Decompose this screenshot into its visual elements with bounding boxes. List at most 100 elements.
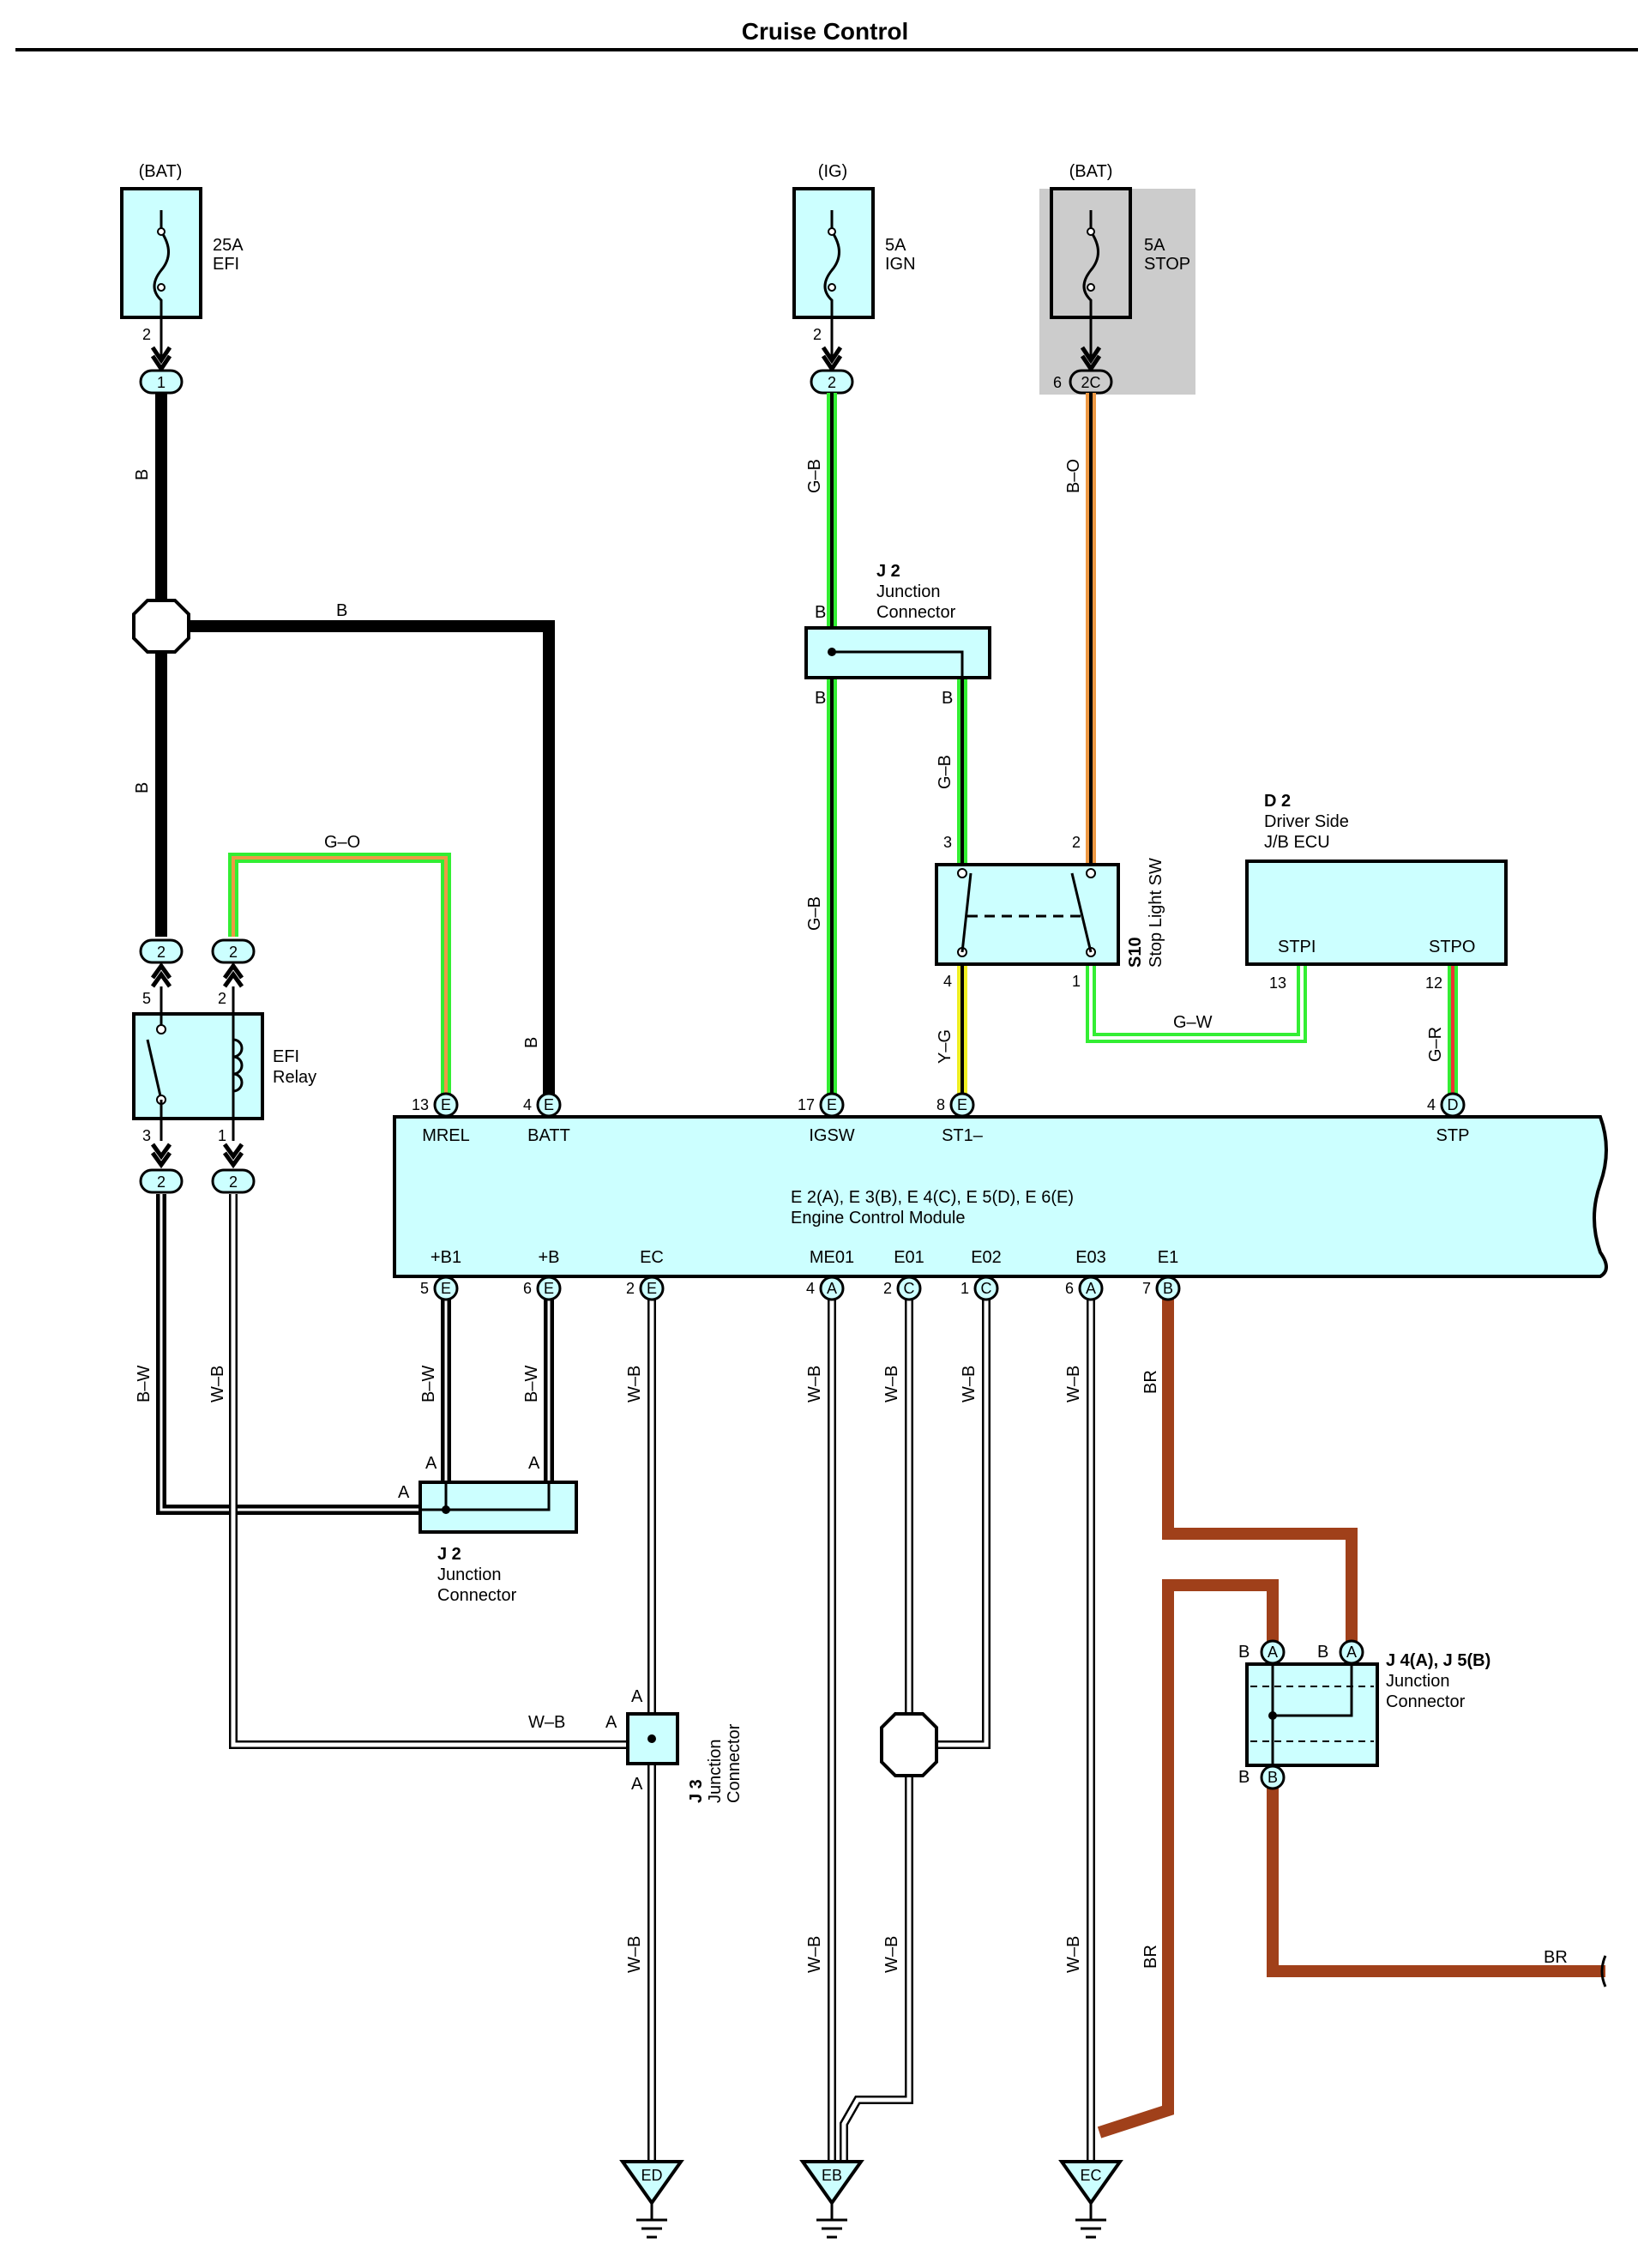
svg-text:Junction: Junction: [437, 1565, 502, 1584]
ecm-top-pin-num-3: 8: [936, 1096, 945, 1113]
fuse-stop-source: (BAT): [1069, 162, 1113, 181]
svg-text:ED: ED: [641, 2167, 662, 2184]
ecm-bottom-pin-num-6: 6: [1065, 1280, 1074, 1297]
ecm-top-pin-conn-1: E: [544, 1096, 554, 1113]
ground-eb: EB: [799, 2160, 864, 2239]
wire-b-w-relay: B–W: [135, 1194, 420, 1515]
j4-j5-junction: A A B B B B J 4(A), J 5(B) Junction Conn…: [1238, 1639, 1490, 1790]
ecm-bottom-pin-num-7: 7: [1142, 1280, 1151, 1297]
ecm-top-pin-conn-3: E: [957, 1096, 967, 1113]
fuse-ign-name: IGN: [885, 255, 916, 274]
svg-text:Junction: Junction: [1386, 1672, 1450, 1691]
fuse-stop: (BAT) 5A STOP: [1039, 162, 1195, 395]
ground-ed: ED: [619, 2160, 684, 2239]
relay-coil-icon: [232, 1038, 244, 1093]
svg-text:A: A: [398, 1483, 410, 1502]
svg-text:B–W: B–W: [419, 1366, 438, 1402]
ecm-bottom-pin-label-5: E02: [971, 1248, 1002, 1267]
svg-text:Connector: Connector: [1386, 1692, 1466, 1711]
ecm-bottom-pin-label-7: E1: [1158, 1248, 1178, 1267]
ecm-bottom-pin-label-3: ME01: [810, 1248, 854, 1267]
svg-text:A: A: [631, 1775, 643, 1794]
svg-text:B: B: [942, 689, 953, 708]
svg-text:Driver Side: Driver Side: [1264, 812, 1349, 831]
fuse-ign-source: (IG): [818, 162, 847, 181]
svg-text:A: A: [528, 1454, 540, 1473]
ecm-bottom-pin-conn-6: A: [1086, 1280, 1096, 1297]
svg-text:B: B: [133, 469, 152, 480]
svg-text:A: A: [631, 1687, 643, 1706]
svg-text:6: 6: [1053, 374, 1062, 391]
ecm-bottom-pin-num-3: 4: [806, 1280, 815, 1297]
svg-text:S10: S10: [1126, 937, 1145, 968]
fuse-efi-element-icon: [153, 210, 170, 317]
efi-relay: 2 2 5 2 EFI Relay 3 1 2 2: [132, 938, 316, 1194]
svg-text:B–W: B–W: [522, 1366, 541, 1402]
svg-text:B: B: [133, 782, 152, 793]
ecm-top-pin-conn-4: D: [1448, 1096, 1459, 1113]
svg-text:J 3: J 3: [687, 1779, 706, 1803]
ecm-top-pin-label-2: IGSW: [809, 1126, 854, 1145]
svg-text:G–R: G–R: [1426, 1027, 1445, 1062]
svg-text:W–B: W–B: [625, 1366, 644, 1402]
svg-text:B–O: B–O: [1064, 459, 1083, 493]
svg-text:W–B: W–B: [1064, 1936, 1083, 1973]
fuse-stop-name: STOP: [1144, 255, 1190, 274]
svg-text:G–O: G–O: [324, 833, 360, 852]
ecm-bottom-pin-label-4: E01: [894, 1248, 924, 1267]
fuse-efi: (BAT) 25A EFI: [120, 162, 244, 319]
svg-text:G–B: G–B: [936, 755, 954, 789]
svg-text:B: B: [522, 1037, 541, 1048]
ecm-bottom-pin-label-1: +B: [538, 1248, 559, 1267]
ecm-bottom-pin-1: E6+B: [523, 1248, 562, 1301]
svg-text:1: 1: [157, 374, 166, 391]
j3-junction: A A A J 3 Junction Connector: [605, 1687, 744, 1803]
svg-text:EB: EB: [822, 2167, 842, 2184]
svg-text:EFI: EFI: [273, 1047, 299, 1066]
ecm-bottom-pin-label-0: +B1: [431, 1248, 461, 1267]
ecm-top-pin-label-1: BATT: [527, 1126, 570, 1145]
ecm-top-pin-num-2: 17: [798, 1096, 815, 1113]
fuse-ign-rating: 5A: [885, 236, 906, 255]
ecm-bottom-pin-num-0: 5: [420, 1280, 429, 1297]
svg-text:J 2: J 2: [876, 562, 900, 581]
splice-b: [132, 599, 190, 654]
svg-text:12: 12: [1425, 974, 1442, 992]
svg-text:Relay: Relay: [273, 1068, 316, 1087]
svg-text:Y–G: Y–G: [936, 1029, 954, 1064]
wire-g-b: G–B G–B G–B: [805, 393, 967, 1100]
fuse-stop-rating: 5A: [1144, 236, 1165, 255]
fuse-ign-output: 2 2: [810, 317, 854, 395]
ecm-top-pin-num-0: 13: [412, 1096, 429, 1113]
ecm-top-pin-num-1: 4: [523, 1096, 532, 1113]
svg-text:2: 2: [229, 1173, 238, 1191]
svg-text:B: B: [336, 601, 347, 620]
svg-text:3: 3: [943, 834, 952, 851]
svg-text:BR: BR: [1544, 1948, 1568, 1967]
svg-text:J/B ECU: J/B ECU: [1264, 833, 1330, 852]
svg-text:Connector: Connector: [437, 1586, 517, 1605]
svg-text:5: 5: [142, 990, 151, 1007]
svg-text:13: 13: [1269, 974, 1286, 992]
svg-text:EC: EC: [1080, 2167, 1101, 2184]
ecm-top-pin-conn-0: E: [441, 1096, 451, 1113]
fuse-efi-name: EFI: [213, 255, 239, 274]
ecm-bottom-pin-label-6: E03: [1075, 1248, 1106, 1267]
svg-text:Stop Light SW: Stop Light SW: [1147, 858, 1165, 968]
ecm-bottom-pin-conn-4: C: [904, 1280, 915, 1297]
svg-text:W–B: W–B: [528, 1713, 565, 1732]
wire-g-o: G–O: [228, 833, 451, 1100]
svg-text:1: 1: [1072, 973, 1081, 990]
fuse-ign: (IG) 5A IGN: [792, 162, 916, 319]
